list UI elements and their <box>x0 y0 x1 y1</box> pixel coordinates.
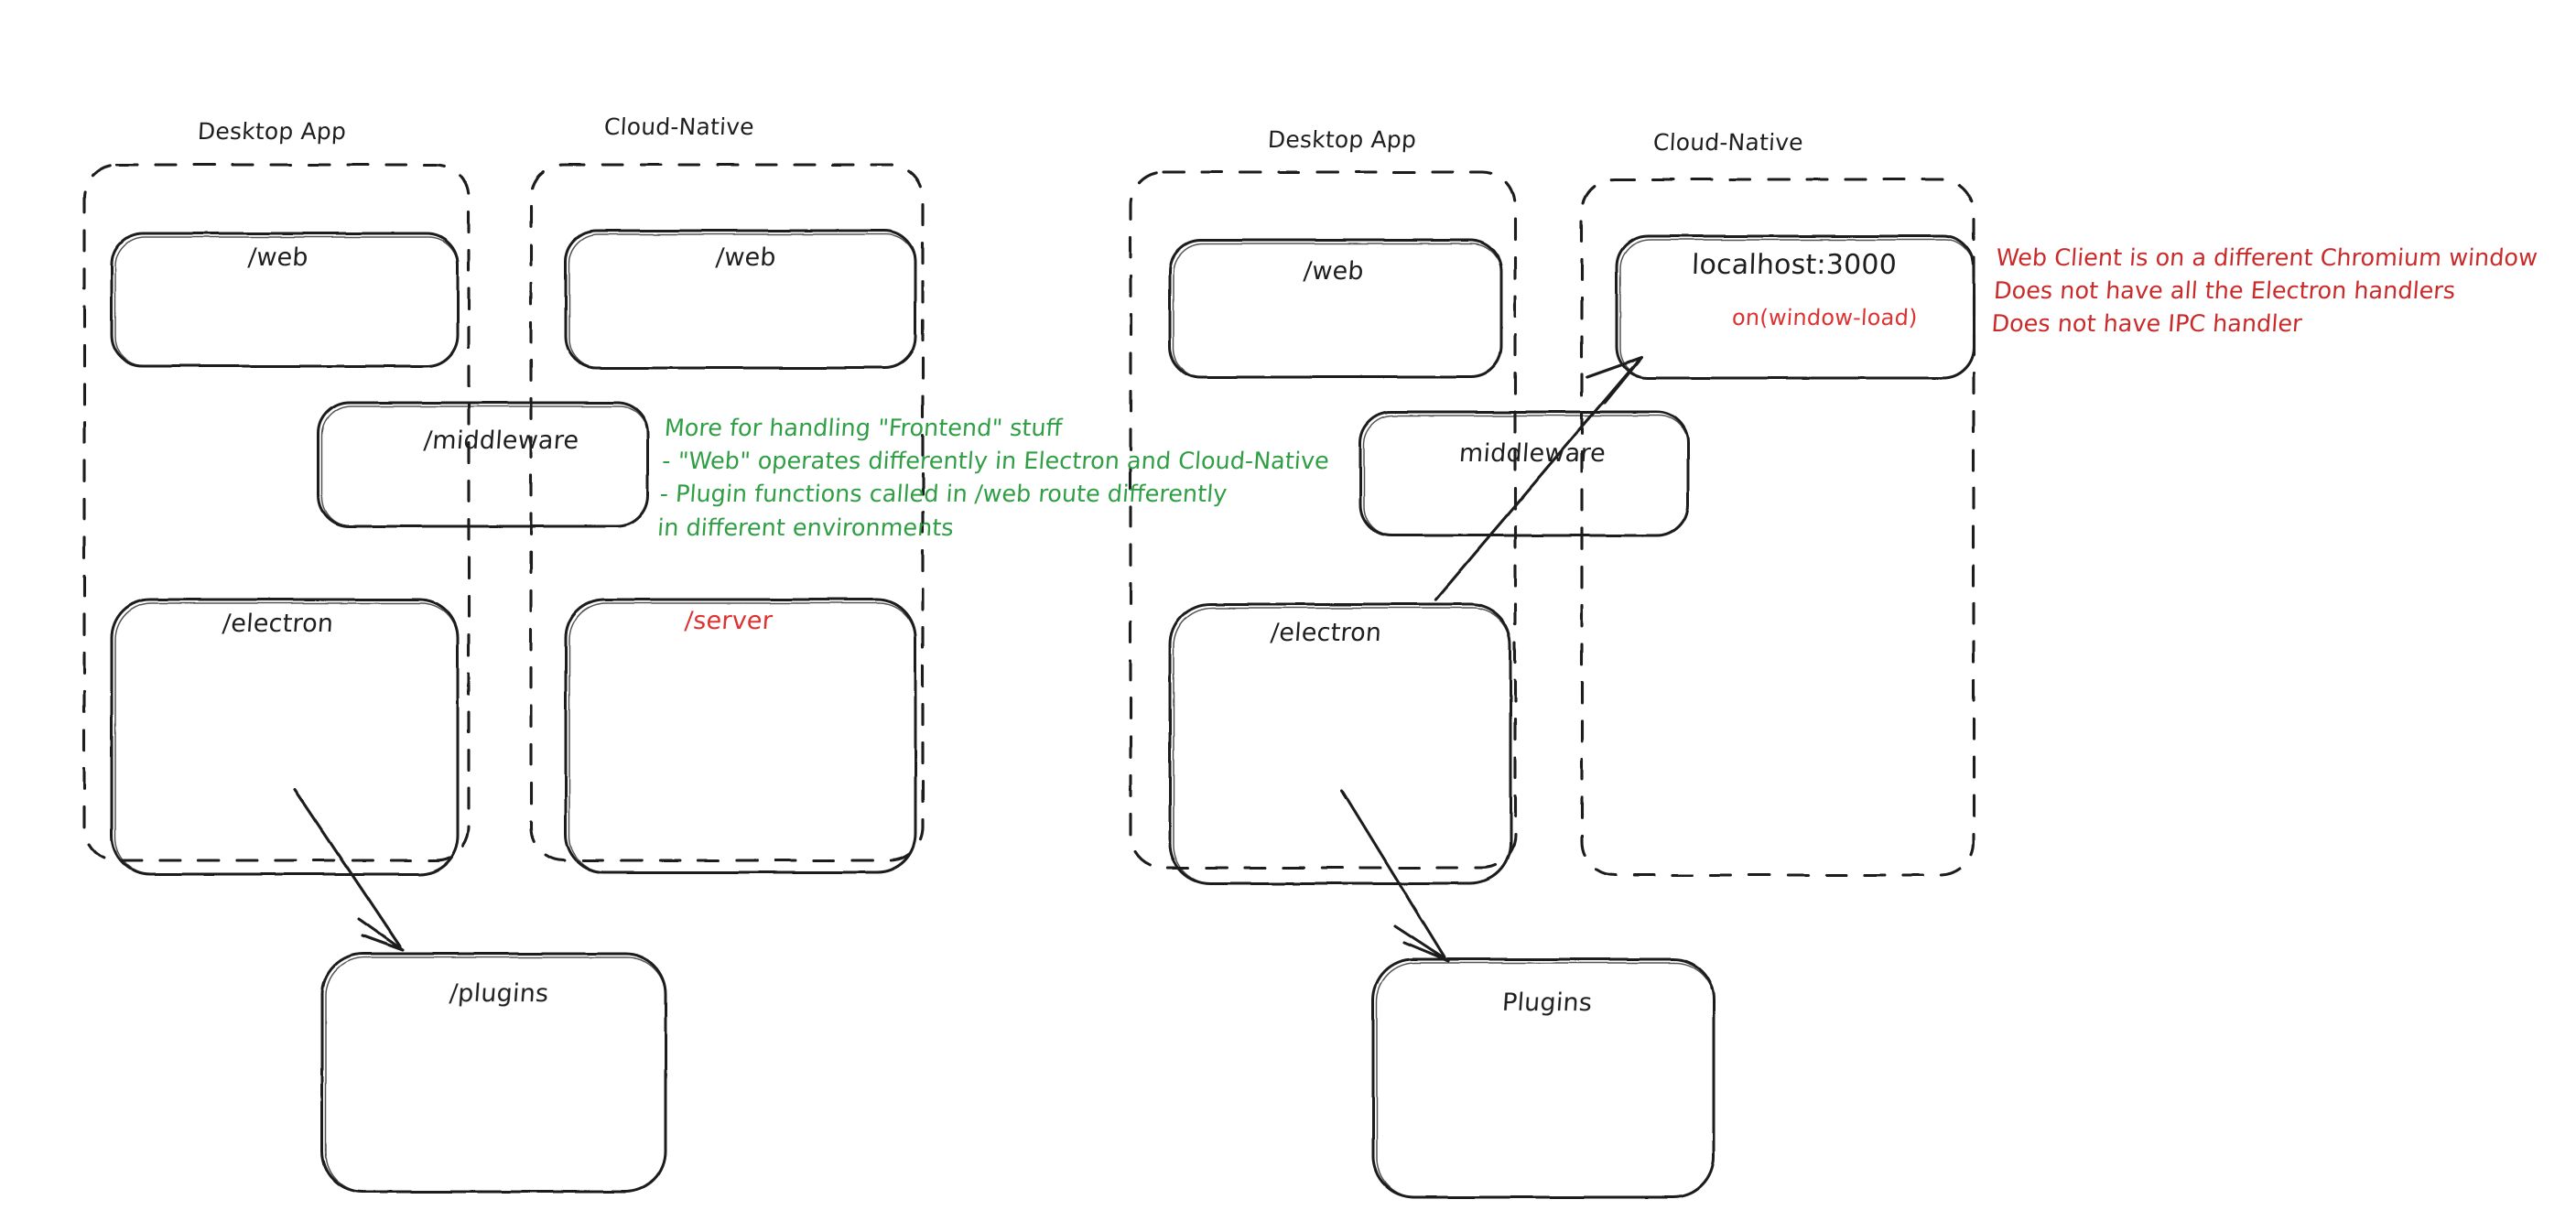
group-title-left-cloud: Cloud-Native <box>603 113 755 140</box>
group-title-right-desktop: Desktop App <box>1267 126 1417 153</box>
arrow-left-electron-to-plugins <box>293 787 405 952</box>
note-red-web-client: Web Client is on a different Chromium wi… <box>1990 244 2538 339</box>
node-label-left-server: /server <box>683 607 774 635</box>
node-label-left-cloud-web: /web <box>714 243 777 272</box>
node-label-left-plugins: /plugins <box>448 979 550 1008</box>
node-left-electron-outline <box>110 598 460 876</box>
node-label-right-middleware: middleware <box>1457 439 1607 468</box>
group-title-left-desktop: Desktop App <box>197 118 347 145</box>
node-label-right-desktop-web: /web <box>1302 257 1365 286</box>
note-green-frontend: More for handling "Frontend" stuff - "We… <box>656 415 1330 542</box>
node-sublabel-right-localhost-onwindowload: on(window-load) <box>1731 305 1919 330</box>
group-title-right-cloud: Cloud-Native <box>1652 129 1804 156</box>
node-label-left-desktop-web: /web <box>246 243 309 272</box>
node-label-right-plugins: Plugins <box>1500 989 1594 1017</box>
node-right-middleware-outline <box>1358 410 1690 537</box>
node-left-server-outline <box>564 598 917 874</box>
arrow-right-electron-to-plugins <box>1340 789 1450 963</box>
node-left-middleware-outline <box>317 401 650 528</box>
node-label-left-electron: /electron <box>221 610 335 638</box>
group-right-cloud-border <box>1580 178 1975 877</box>
arrow-right-electron-to-localhost <box>1434 356 1643 601</box>
node-label-left-middleware: /middleware <box>422 427 580 455</box>
node-label-right-localhost: localhost:3000 <box>1691 249 1898 281</box>
node-label-right-electron: /electron <box>1269 619 1383 647</box>
